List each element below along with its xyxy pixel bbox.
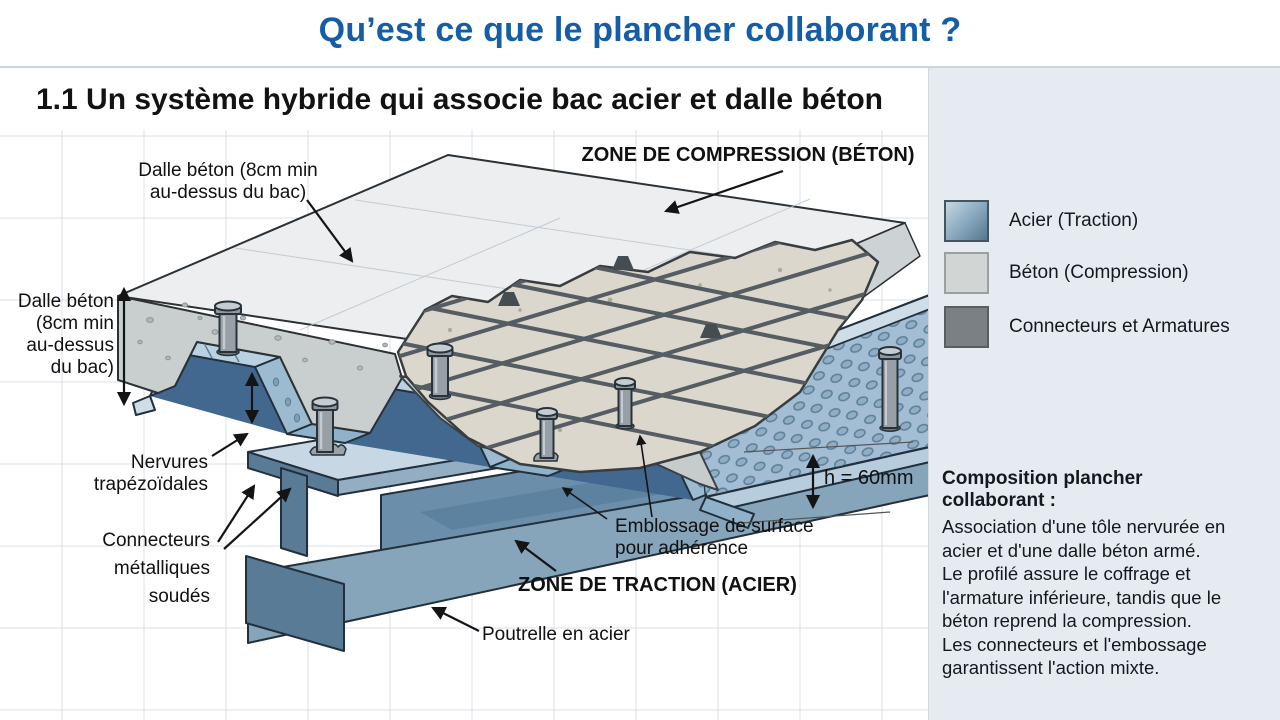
info-panel: Acier (Traction) Béton (Compression) Con… (928, 68, 1280, 720)
legend-swatch-connecteurs (944, 306, 989, 348)
mesh-chairs (498, 256, 722, 338)
label-hauteur-nervure: h = 60mm (824, 467, 914, 489)
legend-swatch-acier (944, 200, 989, 242)
composite-floor-illustration (0, 130, 928, 720)
label-nervures: Nervures trapézoïdales (93, 452, 208, 495)
label-connecteurs: Connecteurs métalliques soudés (102, 530, 210, 607)
legend-swatch-beton (944, 252, 989, 294)
stud-connector (426, 342, 454, 401)
legend-label: Connecteurs et Armatures (1009, 316, 1230, 337)
label-poutrelle: Poutrelle en acier (482, 624, 630, 645)
page-title: Qu’est ce que le plancher collaborant ? (318, 11, 962, 49)
label-zone-compression: ZONE DE COMPRESSION (BÉTON) (581, 144, 915, 166)
composition-body: Association d'une tôle nervurée en acier… (942, 516, 1226, 678)
legend-item-acier: Acier (Traction) (944, 200, 1139, 242)
legend-item-connecteurs: Connecteurs et Armatures (944, 306, 1230, 348)
section-subtitle: 1.1 Un système hybride qui associe bac a… (36, 83, 884, 116)
composition-title: Composition plancher collaborant : (942, 468, 1143, 511)
header: Qu’est ce que le plancher collaborant ? (0, 0, 1280, 68)
stud-connector (878, 346, 902, 432)
annotation-arrows (116, 169, 914, 632)
composition-textblock: Composition plancher collaborant : Assoc… (942, 468, 1245, 680)
label-dalle-beton-left: Dalle béton (8cm min au-dessus du bac) (17, 291, 114, 378)
stud-connector (614, 377, 636, 430)
legend-item-beton: Béton (Compression) (944, 252, 1189, 294)
stud-connector (214, 300, 242, 357)
label-zone-traction: ZONE DE TRACTION (ACIER) (518, 574, 797, 596)
legend-label: Béton (Compression) (1009, 262, 1189, 283)
stud-connector-welded (309, 396, 347, 456)
shear-studs (214, 300, 902, 462)
stud-connector-welded (533, 407, 559, 462)
label-emblossage: Emblossage de surface pour adhérence (615, 516, 814, 559)
label-dalle-beton-top: Dalle béton (8cm min au-dessus du bac) (138, 160, 318, 203)
legend-label: Acier (Traction) (1009, 210, 1139, 231)
